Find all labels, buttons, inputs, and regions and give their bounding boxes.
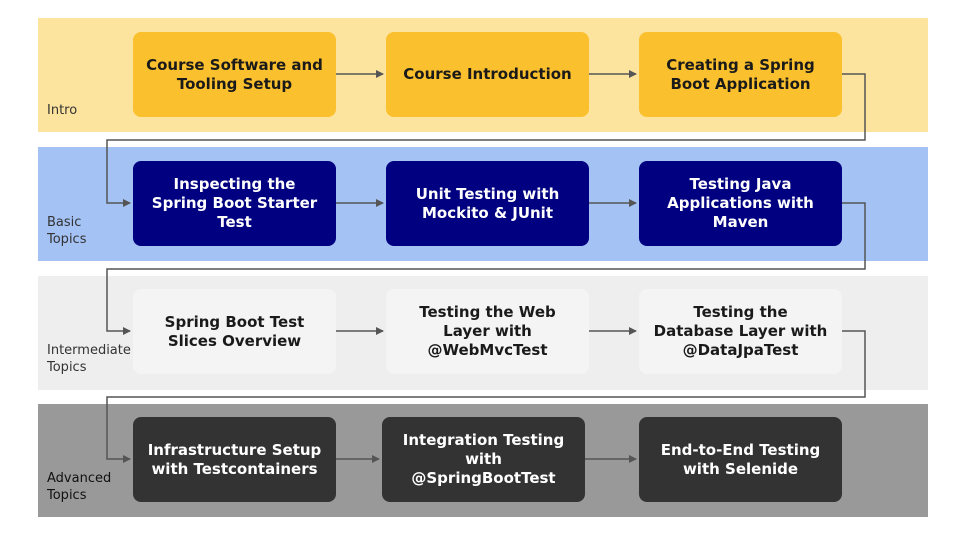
section-label-intro: Intro [47,103,78,118]
section-label-intermediate-topics: Intermediate Topics [47,343,131,375]
step-course-software-and-tooling-setup: Course Software and Tooling Setup [133,32,336,117]
step-infrastructure-setup-with-testcontainers: Infrastructure Setup with Testcontainers [133,417,336,502]
section-label-advanced-topics: Advanced Topics [47,471,112,503]
section-label-basic-topics: Basic Topics [47,215,87,247]
step-end-to-end-testing-with-selenide: End-to-End Testing with Selenide [639,417,842,502]
step-creating-a-spring-boot-application: Creating a Spring Boot Application [639,32,842,117]
step-inspecting-the-spring-boot-starter-test: Inspecting the Spring Boot Starter Test [133,161,336,246]
step-testing-the-database-layer: Testing the Database Layer with @DataJpa… [639,289,842,374]
step-course-introduction: Course Introduction [386,32,589,117]
step-testing-java-applications-with-maven: Testing Java Applications with Maven [639,161,842,246]
step-unit-testing-with-mockito-and-junit: Unit Testing with Mockito & JUnit [386,161,589,246]
step-integration-testing-with-springboottest: Integration Testing with @SpringBootTest [382,417,585,502]
step-testing-the-web-layer: Testing the Web Layer with @WebMvcTest [386,289,589,374]
arrow-intermediate-to-advanced [106,330,866,463]
arrow-intro-to-basic [106,73,866,207]
step-spring-boot-test-slices-overview: Spring Boot Test Slices Overview [133,289,336,374]
arrow-basic-to-intermediate [106,202,866,335]
